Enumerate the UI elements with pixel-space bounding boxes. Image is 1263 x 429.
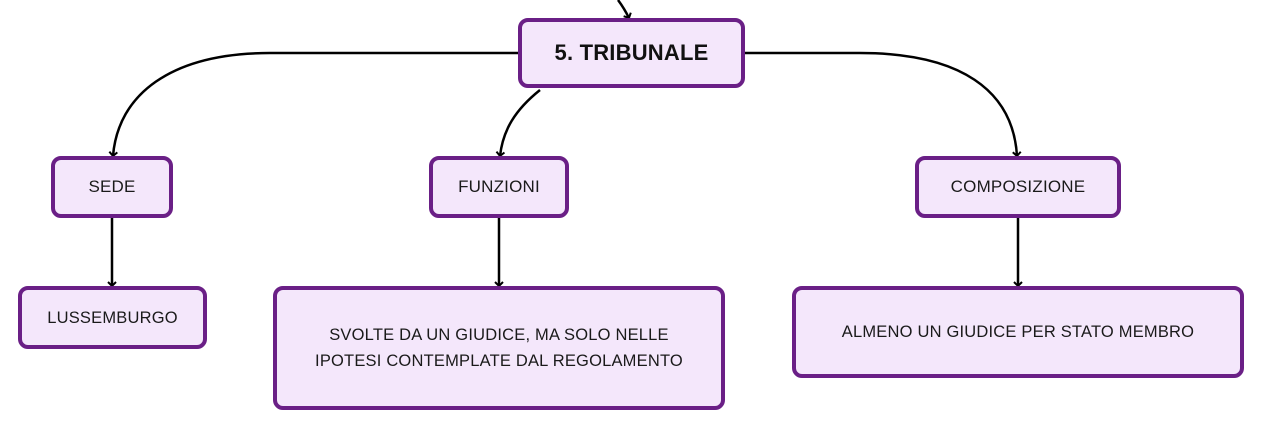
edge-root-funzioni	[495, 89, 541, 158]
edge-root-sede	[108, 51, 519, 158]
node-funzioni-label: FUNZIONI	[458, 177, 540, 196]
node-lussemburgo-label: LUSSEMBURGO	[47, 308, 178, 327]
root-node[interactable]: 5. TRIBUNALE	[518, 18, 745, 88]
node-funzioni[interactable]: FUNZIONI	[429, 156, 569, 218]
node-lussemburgo[interactable]: LUSSEMBURGO	[18, 286, 207, 349]
edge-root-composizione	[744, 51, 1022, 158]
node-composizione-desc-label: ALMENO UN GIUDICE PER STATO MEMBRO	[841, 323, 1195, 341]
node-composizione-label: COMPOSIZIONE	[950, 177, 1086, 196]
node-composizione-desc[interactable]: ALMENO UN GIUDICE PER STATO MEMBRO	[792, 286, 1244, 378]
node-sede-label: SEDE	[88, 177, 136, 196]
node-funzioni-desc[interactable]: SVOLTE DA UN GIUDICE, MA SOLO NELLE IPOT…	[273, 286, 725, 410]
node-composizione[interactable]: COMPOSIZIONE	[915, 156, 1121, 218]
node-funzioni-desc-line-1: SVOLTE DA UN GIUDICE, MA SOLO NELLE	[329, 326, 669, 344]
node-sede[interactable]: SEDE	[51, 156, 173, 218]
root-label: 5. TRIBUNALE	[554, 40, 709, 65]
incoming-edge	[616, 0, 632, 20]
node-funzioni-desc-line-2: IPOTESI CONTEMPLATE DAL REGOLAMENTO	[315, 352, 683, 370]
